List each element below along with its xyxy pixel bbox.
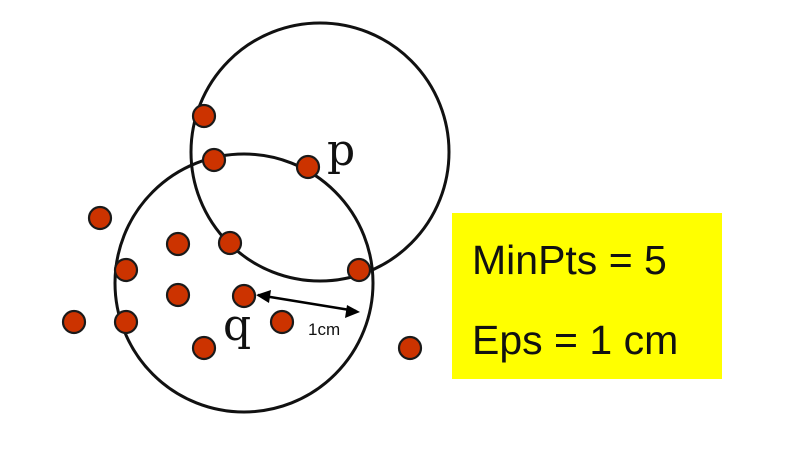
data-point xyxy=(201,147,227,173)
data-point xyxy=(165,231,191,257)
data-point xyxy=(191,335,217,361)
data-point xyxy=(346,257,372,283)
point-p xyxy=(295,154,321,180)
neighborhood-circle-q xyxy=(113,152,375,414)
neighborhood-circle-p xyxy=(189,21,451,283)
eps-label: Eps = 1 cm xyxy=(472,317,679,363)
data-point xyxy=(113,309,139,335)
min-pts-label: MinPts = 5 xyxy=(472,237,667,283)
data-points xyxy=(61,103,423,361)
data-point xyxy=(87,205,113,231)
data-point xyxy=(113,257,139,283)
data-point xyxy=(269,309,295,335)
label-p: p xyxy=(327,125,355,176)
data-point xyxy=(217,230,243,256)
parameter-box: MinPts = 5 Eps = 1 cm xyxy=(452,213,722,379)
distance-label: 1cm xyxy=(308,320,340,339)
data-point xyxy=(191,103,217,129)
data-point xyxy=(61,309,87,335)
eps-distance-arrow xyxy=(256,290,360,318)
data-point xyxy=(165,282,191,308)
data-point xyxy=(397,335,423,361)
label-q: q xyxy=(223,300,251,351)
point-q xyxy=(231,283,257,309)
